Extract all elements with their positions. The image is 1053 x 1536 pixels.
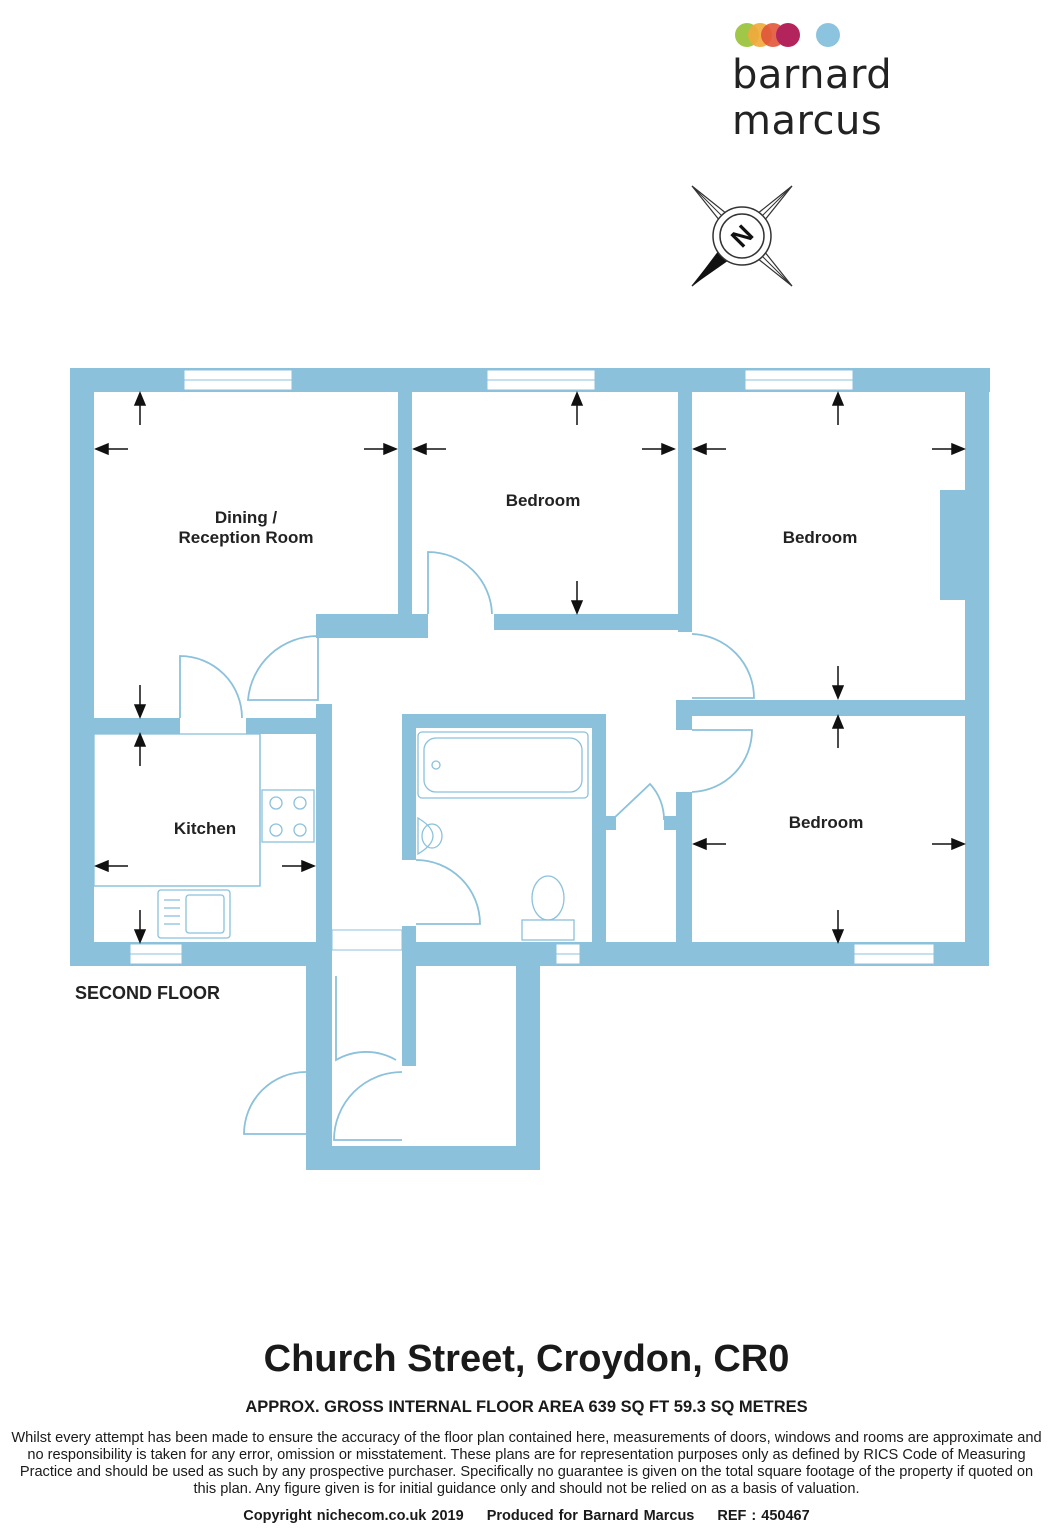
measure-arrow-head bbox=[570, 600, 584, 615]
kitchen-sink bbox=[157, 889, 231, 939]
reference-text: REF : 450467 bbox=[717, 1508, 810, 1524]
measure-arrows bbox=[94, 391, 966, 944]
room-label-bedroom-1: Bedroom bbox=[506, 491, 581, 510]
hob bbox=[261, 789, 315, 843]
logo-dot-blue bbox=[816, 23, 840, 47]
measure-arrow-head bbox=[692, 837, 707, 851]
measure-arrow-head bbox=[133, 391, 147, 406]
room-label-kitchen: Kitchen bbox=[174, 819, 236, 838]
door-bedroom-1 bbox=[427, 551, 493, 615]
door-store-right bbox=[333, 1071, 403, 1141]
measure-arrow-head bbox=[831, 929, 845, 944]
measure-arrow-head bbox=[951, 442, 966, 456]
door-dining bbox=[247, 635, 319, 701]
measure-arrow-head bbox=[94, 859, 109, 873]
kitchen-counter bbox=[93, 733, 261, 887]
measure-arrow-head bbox=[301, 859, 316, 873]
room-label-bedroom-3: Bedroom bbox=[789, 813, 864, 832]
disclaimer-text: Whilst every attempt has been made to en… bbox=[11, 1430, 1042, 1497]
measure-arrow-head bbox=[831, 685, 845, 700]
measure-arrow-head bbox=[692, 442, 707, 456]
floor-label: SECOND FLOOR bbox=[75, 983, 220, 1003]
measure-arrow-head bbox=[133, 704, 147, 719]
door-cupboard bbox=[611, 782, 665, 821]
brand-logo-dots bbox=[735, 23, 840, 47]
door-entrance bbox=[335, 976, 397, 1062]
measure-arrow-head bbox=[831, 391, 845, 406]
measure-arrow-head bbox=[412, 442, 427, 456]
property-title: Church Street, Croydon, CR0 bbox=[263, 1338, 790, 1380]
walls bbox=[70, 368, 990, 1170]
measure-arrow-head bbox=[383, 442, 398, 456]
brand-name: barnard marcus bbox=[732, 52, 893, 144]
bathtub bbox=[417, 731, 589, 799]
doorway-threshold bbox=[331, 929, 403, 951]
compass-rose: N bbox=[691, 185, 793, 287]
measure-arrow-head bbox=[570, 391, 584, 406]
room-label-reception: Reception Room bbox=[178, 528, 313, 547]
produced-for-text: Produced for Barnard Marcus bbox=[486, 1508, 695, 1524]
logo-dot-magenta bbox=[776, 23, 800, 47]
toilet-bowl bbox=[531, 875, 565, 921]
door-swings bbox=[179, 551, 755, 1141]
toilet-cistern bbox=[521, 919, 575, 941]
copyright-line: Copyright nichecom.co.uk 2019 Produced f… bbox=[0, 1508, 1053, 1524]
door-kitchen bbox=[179, 655, 243, 719]
measure-arrow-head bbox=[133, 732, 147, 747]
door-bedroom-3 bbox=[691, 729, 753, 793]
floor-area: APPROX. GROSS INTERNAL FLOOR AREA 639 SQ… bbox=[245, 1398, 808, 1416]
measure-arrow-head bbox=[94, 442, 109, 456]
floor-plan: N bbox=[70, 185, 990, 1170]
door-store-left bbox=[243, 1071, 307, 1135]
measure-arrow-head bbox=[951, 837, 966, 851]
room-label-dining: Dining / bbox=[215, 508, 278, 527]
fixtures bbox=[93, 731, 589, 941]
windows bbox=[129, 369, 935, 965]
measure-arrow-head bbox=[133, 929, 147, 944]
door-bathroom bbox=[415, 859, 481, 925]
wash-basin bbox=[417, 816, 434, 856]
door-bedroom-2 bbox=[691, 633, 755, 699]
copyright-text: Copyright nichecom.co.uk 2019 bbox=[243, 1508, 464, 1524]
room-label-bedroom-2: Bedroom bbox=[783, 528, 858, 547]
measure-arrow-head bbox=[831, 714, 845, 729]
measure-arrow-head bbox=[661, 442, 676, 456]
